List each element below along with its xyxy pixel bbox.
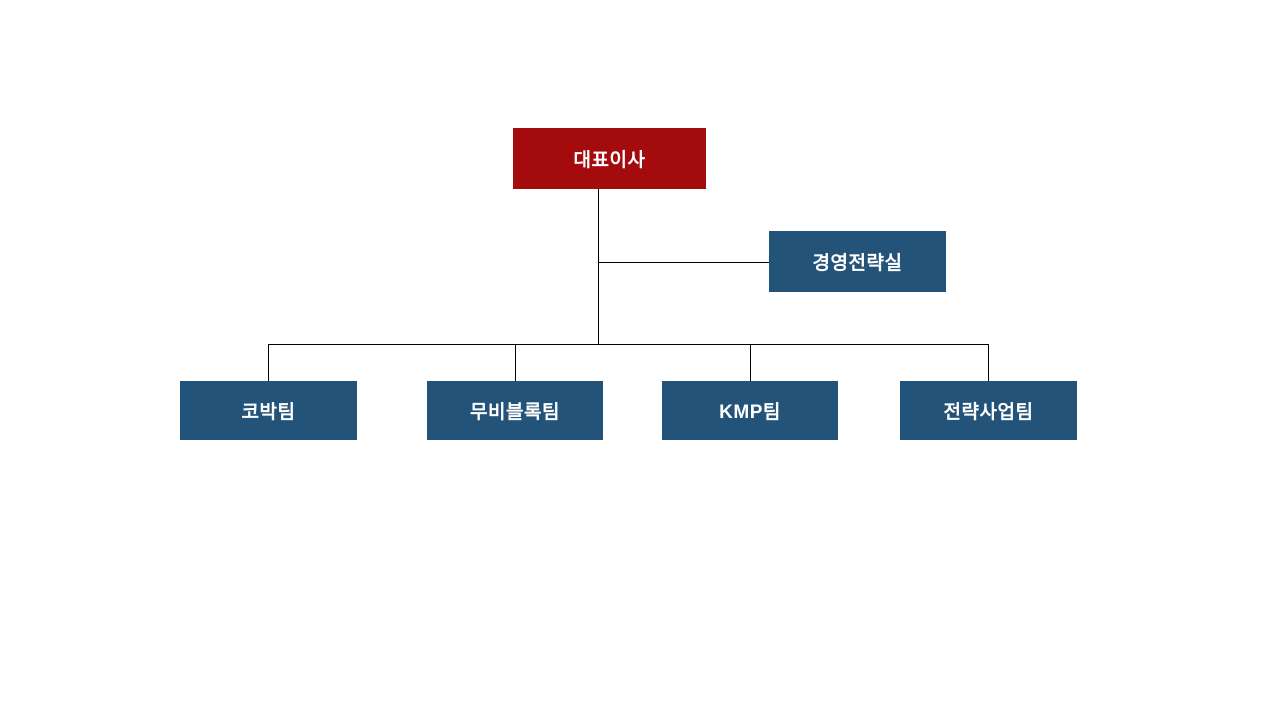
org-node-strategy-office: 경영전략실 [769,231,946,292]
org-node-ceo: 대표이사 [513,128,706,189]
org-node-cobak-team: 코박팀 [180,381,357,440]
org-node-strategy-biz-team-label: 전략사업팀 [943,402,1034,423]
connector-stub-movieblock-team [515,344,516,381]
org-node-kmp-team-label: KMP팀 [719,402,781,423]
connector-teams-row-horizontal [268,344,988,345]
org-node-ceo-label: 대표이사 [573,150,646,171]
org-node-movieblock-team-label: 무비블록팀 [470,402,560,423]
org-node-cobak-team-label: 코박팀 [241,402,296,423]
org-node-strategy-biz-team: 전략사업팀 [900,381,1077,440]
org-node-movieblock-team: 무비블록팀 [427,381,603,440]
connector-stub-cobak-team [268,344,269,381]
connector-ceo-to-teams-vertical [598,189,599,344]
connector-stub-kmp-team [750,344,751,381]
connector-stub-strategy-biz-team [988,344,989,381]
org-node-strategy-office-label: 경영전략실 [812,253,903,274]
connector-ceo-to-strategy-office [598,262,769,263]
org-node-kmp-team: KMP팀 [662,381,838,440]
